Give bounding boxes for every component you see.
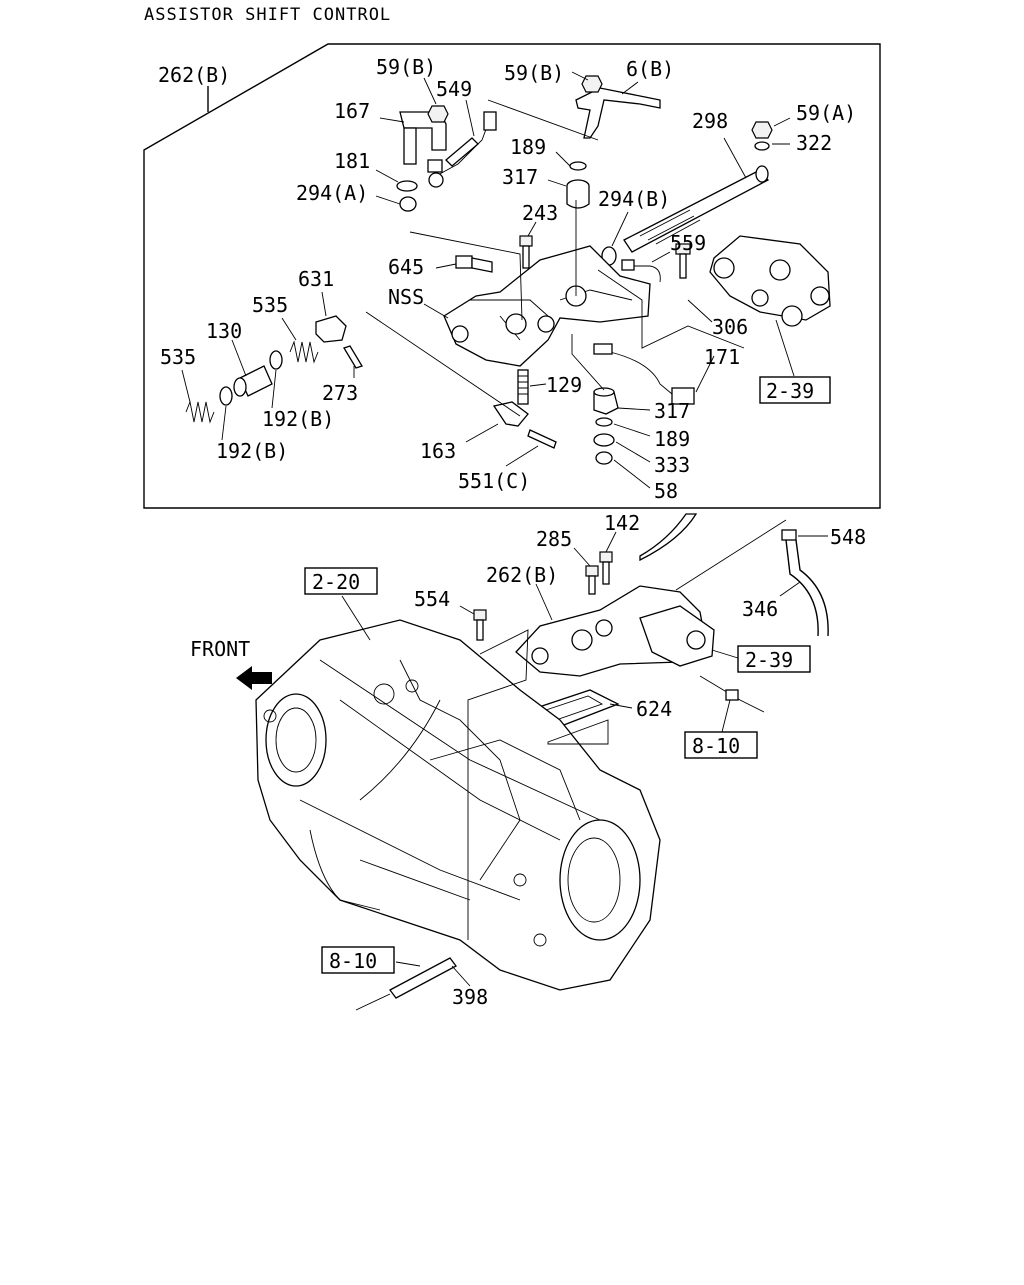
callout-549: 549 — [436, 77, 472, 101]
callout-294b: 294(B) — [598, 187, 670, 211]
callout-6b: 6(B) — [626, 57, 674, 81]
callout-262b-lower: 262(B) — [486, 563, 558, 587]
lower-callouts: 285 142 548 262(B) 554 346 624 398 FRONT — [190, 511, 866, 1009]
ref-box-8-10-right[interactable] — [684, 731, 758, 759]
ref-8-10-left[interactable]: 8-10 — [329, 949, 377, 973]
ref-box-2-20[interactable] — [304, 567, 378, 595]
callout-551c: 551(C) — [458, 469, 530, 493]
callout-189-bottom: 189 — [654, 427, 690, 451]
callout-273: 273 — [322, 381, 358, 405]
callout-346: 346 — [742, 597, 778, 621]
callout-142: 142 — [604, 511, 640, 535]
detail-frame — [143, 43, 881, 509]
lower-leaders — [341, 531, 828, 987]
callout-631: 631 — [298, 267, 334, 291]
callout-645: 645 — [388, 255, 424, 279]
transmission-drawing — [236, 513, 829, 1011]
callout-171: 171 — [704, 345, 740, 369]
ref-box-8-10-left[interactable] — [321, 946, 395, 974]
callout-548: 548 — [830, 525, 866, 549]
callout-129: 129 — [546, 373, 582, 397]
ref-2-39-lower[interactable]: 2-39 — [745, 648, 793, 672]
callout-59b-left: 59(B) — [376, 55, 436, 79]
callout-285: 285 — [536, 527, 572, 551]
ref-2-39-upper[interactable]: 2-39 — [766, 379, 814, 403]
callout-624: 624 — [636, 697, 672, 721]
callout-243: 243 — [522, 201, 558, 225]
callout-554: 554 — [414, 587, 450, 611]
front-arrow-icon — [236, 666, 272, 690]
ref-8-10-right[interactable]: 8-10 — [692, 734, 740, 758]
callout-559: 559 — [670, 231, 706, 255]
upper-callouts: 59(B) 549 59(B) 6(B) 167 189 298 59(A) 3… — [160, 55, 856, 503]
callout-58: 58 — [654, 479, 678, 503]
callout-59a: 59(A) — [796, 101, 856, 125]
callout-181: 181 — [334, 149, 370, 173]
callout-535-b: 535 — [160, 345, 196, 369]
callout-322: 322 — [796, 131, 832, 155]
callout-298: 298 — [692, 109, 728, 133]
callout-192b-a: 192(B) — [262, 407, 334, 431]
callout-333: 333 — [654, 453, 690, 477]
callout-317-top: 317 — [502, 165, 538, 189]
callout-192b-b: 192(B) — [216, 439, 288, 463]
callout-398: 398 — [452, 985, 488, 1009]
ref-box-2-39-upper[interactable] — [759, 376, 831, 404]
callout-167: 167 — [334, 99, 370, 123]
callout-294a: 294(A) — [296, 181, 368, 205]
upper-leaders — [181, 71, 795, 489]
callout-130: 130 — [206, 319, 242, 343]
callout-163: 163 — [420, 439, 456, 463]
callout-317-bottom: 317 — [654, 399, 690, 423]
front-label: FRONT — [190, 637, 250, 661]
callout-nss: NSS — [388, 285, 424, 309]
callout-189-top: 189 — [510, 135, 546, 159]
label-262b-upper: 262(B) — [158, 63, 230, 87]
diagram-title: ASSISTOR SHIFT CONTROL — [144, 5, 391, 25]
callout-306: 306 — [712, 315, 748, 339]
ref-2-20[interactable]: 2-20 — [312, 570, 360, 594]
ref-box-2-39-lower[interactable] — [737, 645, 811, 673]
callout-59b-right: 59(B) — [504, 61, 564, 85]
upper-assembly-drawing — [185, 75, 831, 465]
callout-535-a: 535 — [252, 293, 288, 317]
